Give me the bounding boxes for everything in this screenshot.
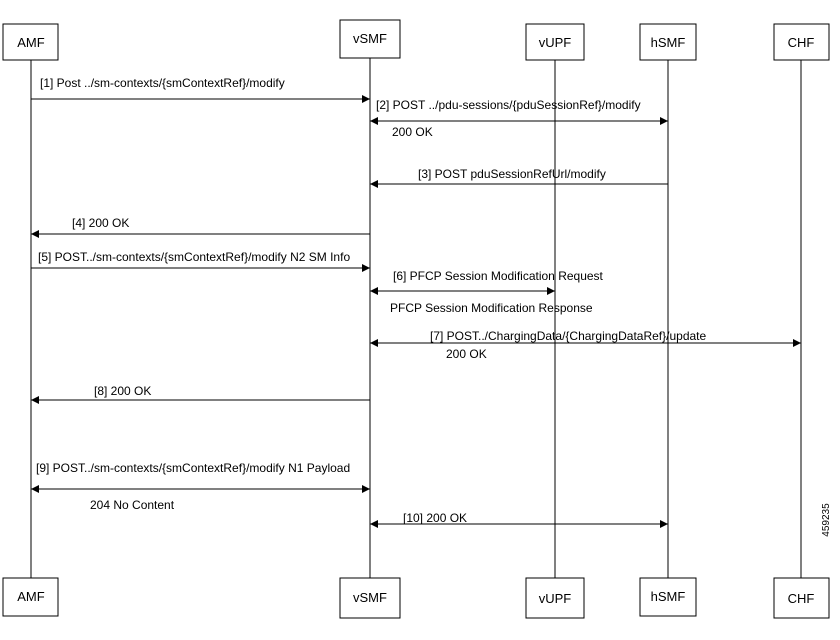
message-label: [8] 200 OK <box>94 384 151 398</box>
response-label: PFCP Session Modification Response <box>390 301 593 315</box>
message-label: [2] POST ../pdu-sessions/{pduSessionRef}… <box>376 98 641 112</box>
message-10: [10] 200 OK <box>370 511 668 528</box>
message-label: [7] POST../ChargingData/{ChargingDataRef… <box>430 329 706 343</box>
message-label: [1] Post ../sm-contexts/{smContextRef}/m… <box>40 76 285 90</box>
message-1: [1] Post ../sm-contexts/{smContextRef}/m… <box>31 76 370 103</box>
participant-vsmf-top: vSMF <box>339 19 401 59</box>
message-5: [5] POST../sm-contexts/{smContextRef}/mo… <box>31 250 370 272</box>
participant-label: vUPF <box>539 35 572 50</box>
message-8: [8] 200 OK <box>31 384 370 404</box>
participant-hsmf-bottom: hSMF <box>639 577 697 617</box>
message-label: [5] POST../sm-contexts/{smContextRef}/mo… <box>38 250 350 264</box>
response-label: 204 No Content <box>90 498 175 512</box>
message-4: [4] 200 OK <box>31 216 370 238</box>
participant-chf-bottom: CHF <box>773 577 830 619</box>
participant-vupf-top: vUPF <box>525 23 585 61</box>
message-3: [3] POST pduSessionRefUrl/modify <box>370 167 668 188</box>
response-label: 200 OK <box>446 347 487 361</box>
participant-amf-bottom: AMF <box>2 577 59 617</box>
participant-label: hSMF <box>651 35 686 50</box>
message-9: [9] POST../sm-contexts/{smContextRef}/mo… <box>31 461 370 512</box>
participant-vupf-bottom: vUPF <box>525 577 585 619</box>
message-label: [3] POST pduSessionRefUrl/modify <box>418 167 606 181</box>
participant-chf-top: CHF <box>773 23 830 61</box>
message-label: [10] 200 OK <box>403 511 467 525</box>
participant-label: vUPF <box>539 591 572 606</box>
message-6: [6] PFCP Session Modification Request PF… <box>370 269 604 315</box>
message-2: [2] POST ../pdu-sessions/{pduSessionRef}… <box>370 98 668 139</box>
message-label: [9] POST../sm-contexts/{smContextRef}/mo… <box>36 461 350 475</box>
participant-label: CHF <box>788 591 815 606</box>
message-label: [4] 200 OK <box>72 216 129 230</box>
message-7: [7] POST../ChargingData/{ChargingDataRef… <box>370 329 801 361</box>
participant-hsmf-top: hSMF <box>639 23 697 61</box>
participant-amf-top: AMF <box>2 23 59 61</box>
response-label: 200 OK <box>392 125 433 139</box>
participant-label: CHF <box>788 35 815 50</box>
participant-vsmf-bottom: vSMF <box>339 577 401 619</box>
figure-id: 459235 <box>821 503 832 537</box>
participant-label: hSMF <box>651 589 686 604</box>
participant-label: vSMF <box>353 31 387 46</box>
participant-label: AMF <box>17 35 45 50</box>
participant-label: vSMF <box>353 590 387 605</box>
message-label: [6] PFCP Session Modification Request <box>393 269 604 283</box>
participant-label: AMF <box>17 589 45 604</box>
